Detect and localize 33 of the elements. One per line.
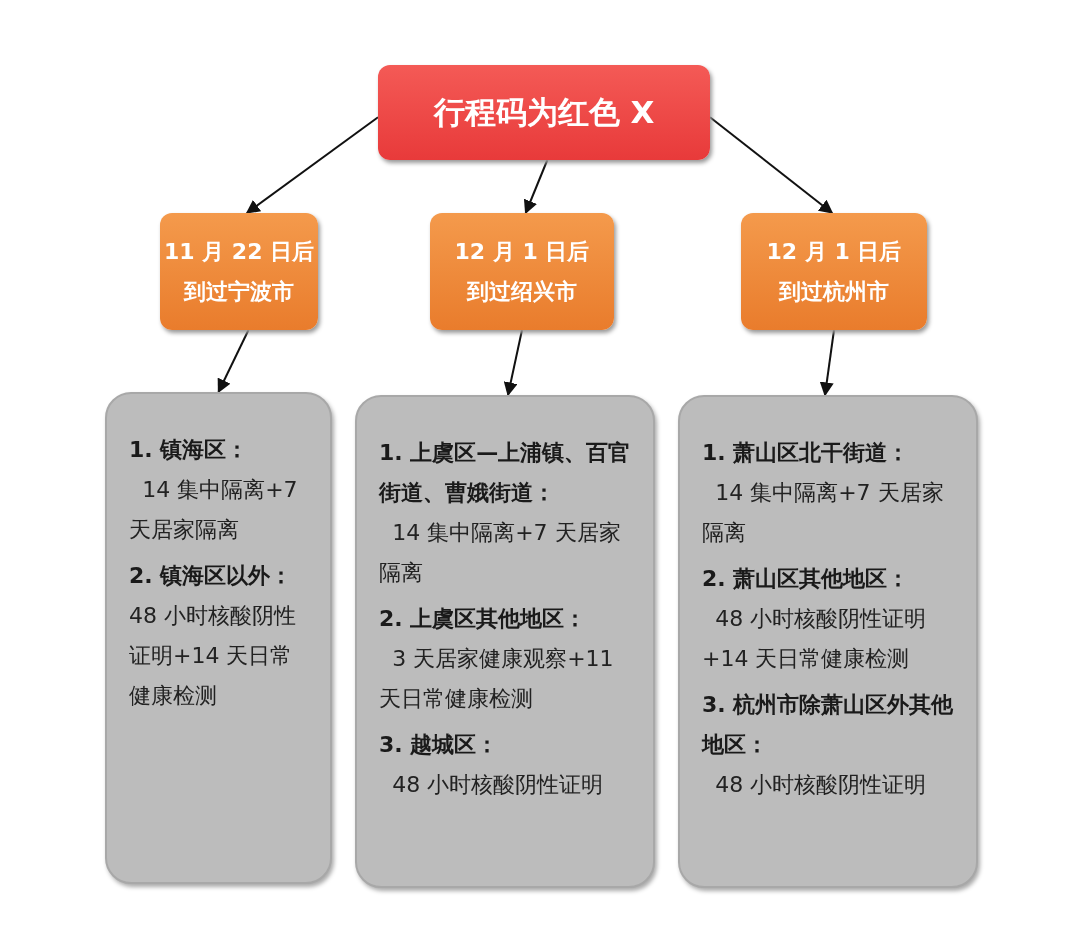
arrow: [503, 329, 523, 397]
date-box: [430, 213, 614, 330]
rule-text: 48 小时核酸阴性证明: [714, 771, 928, 799]
place-text: 到过宁波市: [184, 277, 294, 306]
rule-text: 48 小时核酸阴性证明+14 天日常健康检测: [702, 605, 928, 673]
rule-text: 3 天居家健康观察+11 天日常健康检测: [379, 645, 615, 713]
date-box: [160, 213, 318, 330]
title-text: 行程码为红色 X: [433, 92, 655, 132]
rule-text: 14 集中隔离+7 天居家隔离: [702, 479, 945, 547]
rule-text: 48 小时核酸阴性证明+14 天日常健康检测: [129, 602, 297, 710]
place-text: 到过杭州市: [779, 277, 889, 306]
arrow: [217, 329, 250, 394]
date-box: [741, 213, 927, 330]
rule-heading: 2. 萧山区其他地区：: [702, 565, 911, 593]
rule-heading: 3. 杭州市除萧山区外其他地区：: [702, 691, 955, 759]
date-text: 11 月 22 日后: [163, 237, 315, 266]
rule-text: 14 集中隔离+7 天居家隔离: [379, 519, 622, 587]
rule-heading: 2. 镇海区以外：: [129, 562, 294, 590]
arrow: [523, 159, 549, 215]
rule-text: 14 集中隔离+7 天居家隔离: [129, 476, 299, 544]
rule-text: 48 小时核酸阴性证明: [391, 771, 605, 799]
rule-heading: 1. 镇海区：: [129, 436, 250, 464]
arrow: [819, 329, 835, 397]
place-text: 到过绍兴市: [467, 277, 577, 306]
rule-heading: 1. 上虞区—上浦镇、百官街道、曹娥街道：: [379, 439, 632, 507]
rule-heading: 2. 上虞区其他地区：: [379, 605, 588, 633]
arrow: [245, 116, 379, 214]
rule-heading: 3. 越城区：: [379, 731, 500, 759]
date-text: 12 月 1 日后: [454, 237, 590, 266]
title-box: [378, 65, 710, 160]
arrow: [709, 116, 834, 214]
date-text: 12 月 1 日后: [766, 237, 902, 266]
rule-heading: 1. 萧山区北干街道：: [702, 439, 911, 467]
